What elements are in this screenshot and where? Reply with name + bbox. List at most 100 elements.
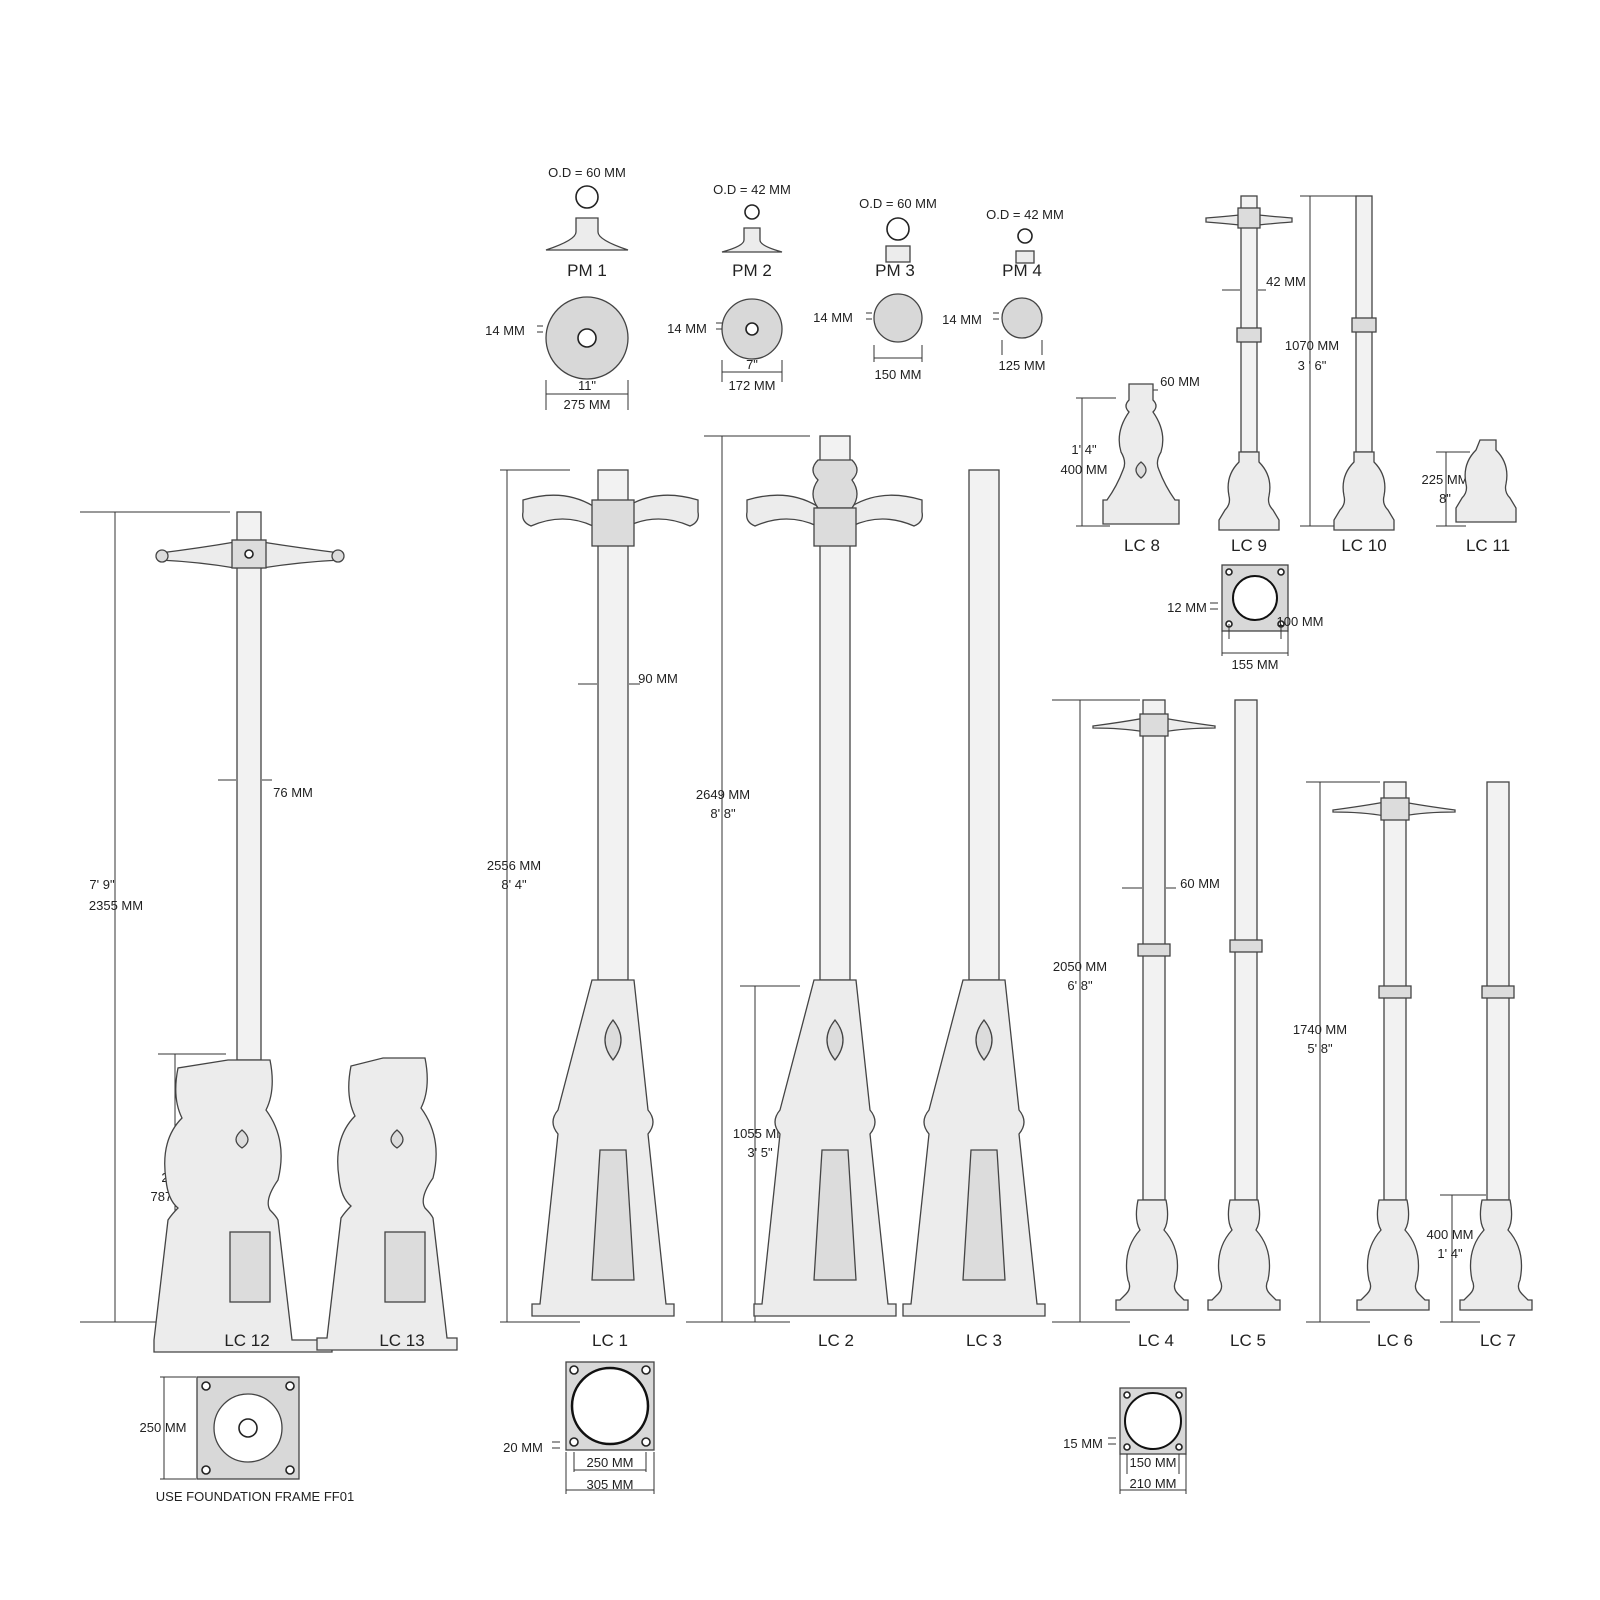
post-lc6: 1740 MM 5' 8" LC 6 [1293, 781, 1456, 1350]
lc6-left-arm [1332, 801, 1386, 817]
lc4-dia: 60 MM [1180, 876, 1220, 891]
lc2-top-finial [812, 459, 858, 509]
lc10-label: LC 10 [1341, 536, 1386, 555]
lc3-label: LC 3 [966, 1331, 1002, 1350]
post-lc3: LC 3 [902, 469, 1046, 1350]
lc13-base-ornament [390, 1129, 404, 1149]
lc2-left-scroll-arm [746, 494, 818, 528]
lc2-height-ft: 8' 8" [710, 806, 736, 821]
lc2-base [753, 979, 897, 1317]
post-lc8: 1' 4" 400 MM 60 MM LC 8 [1061, 374, 1200, 555]
post-lc2: 2649 MM 8' 8" 1055 MM 3' 5" LC 2 [686, 435, 923, 1350]
baseplate-large: 20 MM 250 MM 305 MM [503, 1361, 655, 1494]
lc6-shaft-collar [1378, 985, 1412, 999]
lc1-arm-hub [591, 499, 635, 547]
post-lc5: LC 5 [1207, 699, 1281, 1350]
small-thickness: 12 MM [1167, 600, 1207, 615]
medium-thickness-mark [1108, 1437, 1116, 1445]
small-width-lines [1221, 624, 1289, 656]
lc4-base [1115, 1199, 1189, 1311]
ff01-center-hole [238, 1418, 258, 1438]
medium-bolt-hole [1175, 1443, 1183, 1451]
ff01-size-line [160, 1376, 196, 1480]
medium-width-lines [1119, 1454, 1187, 1494]
pm3-od-circle [886, 217, 910, 241]
lc13-base-panel [384, 1231, 426, 1303]
pm4-width-line [1001, 340, 1043, 355]
lc12-base [153, 1059, 333, 1353]
lc9-label: LC 9 [1231, 536, 1267, 555]
lc12-right-arm [261, 541, 341, 569]
large-width-lines [565, 1452, 655, 1494]
medium-bolt-hole [1175, 1391, 1183, 1399]
lc6-label: LC 6 [1377, 1331, 1413, 1350]
lc12-hub-bolt [244, 549, 254, 559]
lc7-shaft-collar [1481, 985, 1515, 999]
lc2-base-ft: 3' 5" [747, 1145, 773, 1160]
small-thickness-mark [1210, 602, 1218, 610]
lc4-height-ft: 6' 8" [1067, 978, 1093, 993]
lc1-base-panel [591, 1149, 635, 1281]
lc9-dia: 42 MM [1266, 274, 1306, 289]
lc9-shaft [1240, 195, 1258, 453]
pm2-od: O.D = 42 MM [713, 182, 791, 197]
lc12-base-ornament [235, 1129, 249, 1149]
lc1-base [531, 979, 675, 1317]
pm2-size-in: 7" [746, 357, 758, 372]
lc9-shaft-collar [1236, 327, 1262, 343]
medium-outer: 210 MM [1130, 1476, 1177, 1491]
large-ring [570, 1366, 650, 1446]
lc2-right-scroll-arm [851, 494, 923, 528]
lc10-shaft-collar [1351, 317, 1377, 333]
pm4-size-mm: 125 MM [999, 358, 1046, 373]
lc11-height-mm: 225 MM [1422, 472, 1469, 487]
lc1-shaft [597, 469, 629, 981]
pm2-side-view [721, 227, 783, 253]
lc7-base-height-line [1440, 1194, 1486, 1323]
small-inner: 100 MM [1277, 614, 1324, 629]
baseplate-small: 12 MM 100 MM 155 MM [1167, 564, 1324, 672]
lc9-base [1218, 451, 1280, 531]
lc1-base-ornament [604, 1018, 622, 1062]
medium-bolt-hole [1123, 1391, 1131, 1399]
lc4-height-line [1052, 699, 1140, 1323]
lc8-height-line [1076, 397, 1116, 527]
lc2-base-panel [813, 1149, 857, 1281]
small-outer: 155 MM [1232, 657, 1279, 672]
lc1-left-scroll-arm [522, 494, 594, 528]
post-lc13: LC 13 [316, 1057, 458, 1351]
lc1-label: LC 1 [592, 1331, 628, 1350]
ff01-size: 250 MM [140, 1420, 187, 1435]
lc8-base [1102, 383, 1180, 525]
lc8-height-ft: 1' 4" [1071, 442, 1097, 457]
lc6-height-line [1306, 781, 1380, 1323]
pm1-od-circle [575, 185, 599, 209]
lc11-label: LC 11 [1466, 536, 1510, 555]
post-lc1: 2556 MM 8' 4" 90 MM LC 1 [487, 469, 699, 1350]
lc2-base-ornament [826, 1018, 844, 1062]
post-lc9: 42 MM LC 9 [1205, 195, 1306, 555]
pm2-width-line [721, 360, 783, 382]
pm1-od: O.D = 60 MM [548, 165, 626, 180]
mount-pm2: O.D = 42 MM PM 2 14 MM 7" 172 MM [667, 182, 791, 393]
lc8-dia: 60 MM [1160, 374, 1200, 389]
ff01-bolt-hole [201, 1465, 211, 1475]
lc4-arm-hub [1139, 713, 1169, 737]
pm4-od-circle [1017, 228, 1033, 244]
lc11-base [1455, 439, 1517, 523]
lc1-dia: 90 MM [638, 671, 678, 686]
lc3-base-ornament [975, 1018, 993, 1062]
pm2-label: PM 2 [732, 261, 772, 280]
lc3-base [902, 979, 1046, 1317]
pm2-thickness: 14 MM [667, 321, 707, 336]
lc8-label: LC 8 [1124, 536, 1160, 555]
lc7-label: LC 7 [1480, 1331, 1516, 1350]
lc3-base-panel [962, 1149, 1006, 1281]
lc13-base [316, 1057, 458, 1351]
lc12-height-mm: 2355 MM [89, 898, 143, 913]
lc7-base-mm: 400 MM [1427, 1227, 1474, 1242]
lc5-shaft-collar [1229, 939, 1263, 953]
lc6-arm-hub [1380, 797, 1410, 821]
lc6-height-mm: 1740 MM [1293, 1022, 1347, 1037]
lc2-arm-hub [813, 507, 857, 547]
